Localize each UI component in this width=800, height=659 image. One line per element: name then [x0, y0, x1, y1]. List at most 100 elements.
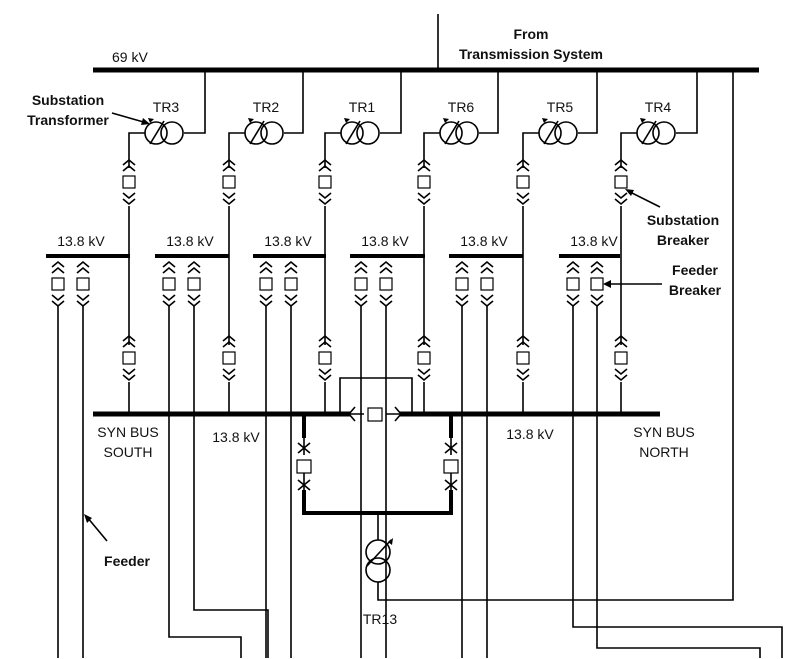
hv-bus-label: 69 kV [112, 49, 148, 65]
tr1-feeder-1-disconnect-top-2 [51, 266, 65, 274]
tr6-substation-breaker [614, 175, 628, 189]
tr3-feeder-2-disconnect-top [284, 260, 298, 268]
tr1-label: TR3 [153, 99, 180, 115]
tr6-feeder-1-disconnect-bottom [566, 294, 580, 302]
tr2-syn-tie-disconnect-bottom [222, 368, 236, 376]
tr3-substation-breaker [318, 175, 332, 189]
substation-breaker-arrow [627, 190, 661, 208]
tr3-feeder-1-disconnect-top-2 [259, 266, 273, 274]
tr5-substation-disconnect-bottom [516, 192, 530, 200]
from-label: From [514, 26, 549, 42]
tr6-feeder-1-breaker [566, 277, 580, 291]
tr5-tap-arrow [543, 120, 559, 145]
tr1-feeder-1-disconnect-top [51, 260, 65, 268]
tr4-lv-lead [423, 132, 440, 168]
feeder-breaker-arrowhead [603, 280, 611, 288]
feeder-label: Feeder [104, 553, 150, 569]
tr6-substation-disconnect-bottom [614, 192, 628, 200]
tr3-feeder-1-breaker [259, 277, 273, 291]
tr5-feeder-1-disconnect-bottom-2 [455, 300, 469, 308]
tr4-substation-breaker [417, 175, 431, 189]
tr2-label: TR2 [253, 99, 280, 115]
tr4-feeder-1-breaker [354, 277, 368, 291]
tr6-feeder-2-line [596, 306, 761, 658]
tr2-feeder-1-disconnect-bottom-2 [162, 300, 176, 308]
tr4-syn-tie-breaker [417, 351, 431, 365]
tr6-feeder-2-disconnect-top [590, 260, 604, 268]
tr1-feeder-2-disconnect-bottom-2 [76, 300, 90, 308]
tr1-feeder-2-disconnect-top [76, 260, 90, 268]
tr3-feeder-1-disconnect-bottom [259, 294, 273, 302]
tr1-feeder-1-disconnect-bottom-2 [51, 300, 65, 308]
tr2-syn-tie-breaker [222, 351, 236, 365]
tr5-feeder-2-disconnect-bottom [480, 294, 494, 302]
tr5-tap-arrowhead [542, 118, 548, 123]
tr1-syn-tie-disconnect-top [122, 334, 136, 342]
tr2-hv-lead [284, 70, 304, 134]
tr4-substation-disconnect-bottom [417, 192, 431, 200]
tr3-feeder-2-disconnect-bottom [284, 294, 298, 302]
tr6-feeder-1-disconnect-bottom-2 [566, 300, 580, 308]
tr6-feeder-2-breaker [590, 277, 604, 291]
tr1-mv-bus-label: 13.8 kV [57, 233, 105, 249]
tr3-label: TR1 [349, 99, 376, 115]
tr4-substation-disconnect-top-2 [417, 164, 431, 172]
tr1-substation-disconnect-top-2 [122, 164, 136, 172]
tr5-feeder-2-breaker [480, 277, 494, 291]
tr6-tap-arrowhead [640, 118, 646, 123]
tr5-mv-bus-label: 13.8 kV [460, 233, 508, 249]
substation-transformer-arrow [111, 112, 148, 124]
tr13-label: TR13 [363, 611, 397, 627]
tr4-tap-arrowhead [443, 118, 449, 123]
tr2-substation-disconnect-top-2 [222, 164, 236, 172]
tr4-syn-tie-disconnect-top [417, 334, 431, 342]
tr5-syn-tie-disconnect-bottom-2 [516, 374, 530, 382]
tr6-substation-disconnect-top [614, 158, 628, 166]
bus-tie-breaker [347, 406, 403, 422]
tr1-tap-arrow [149, 120, 165, 145]
tr6-syn-tie-disconnect-top [614, 334, 628, 342]
tr2-mv-bus-label: 13.8 kV [166, 233, 214, 249]
tr5-substation-disconnect-bottom-2 [516, 198, 530, 206]
tr1-hv-lead [184, 70, 206, 134]
tr13-branch [296, 70, 734, 601]
tr5-feeder-2-disconnect-top [480, 260, 494, 268]
tr4-winding-secondary [455, 121, 479, 145]
tr6-mv-bus-label: 13.8 kV [570, 233, 618, 249]
tr4-substation-disconnect-bottom-2 [417, 198, 431, 206]
tr5-lv-lead [522, 132, 539, 168]
tr4-syn-tie-disconnect-top-2 [417, 340, 431, 348]
tr5-feeder-1-disconnect-bottom [455, 294, 469, 302]
tr2-feeder-2-disconnect-bottom-2 [187, 300, 201, 308]
tr6-feeder-2-disconnect-bottom [590, 294, 604, 302]
tr6-feeder-1-disconnect-top [566, 260, 580, 268]
tr4-label: TR6 [448, 99, 475, 115]
tr1-substation-breaker [122, 175, 136, 189]
tr6-feeder-2-disconnect-top-2 [590, 266, 604, 274]
substation-breaker-arrowhead [625, 189, 634, 196]
tr1-feeder-2-disconnect-top-2 [76, 266, 90, 274]
tr5-syn-tie-disconnect-top-2 [516, 340, 530, 348]
tr5-syn-tie-disconnect-top [516, 334, 530, 342]
tr3-feeder-2-breaker [284, 277, 298, 291]
tr6-feeder-2-disconnect-bottom-2 [590, 300, 604, 308]
substation-breaker-label: Substation [647, 212, 719, 228]
tr4-feeder-2-disconnect-top-2 [379, 266, 393, 274]
tr3-syn-tie-disconnect-top-2 [318, 340, 332, 348]
tr3-substation-disconnect-top [318, 158, 332, 166]
tr3-syn-tie-disconnect-top [318, 334, 332, 342]
syn-bus-north-kv: 13.8 kV [506, 426, 554, 442]
tr2-substation-disconnect-top [222, 158, 236, 166]
tr1-syn-tie-disconnect-bottom-2 [122, 374, 136, 382]
tr2-substation-disconnect-bottom [222, 192, 236, 200]
tr6-substation-disconnect-top-2 [614, 164, 628, 172]
tr3-feeder-2-disconnect-bottom-2 [284, 300, 298, 308]
tr3-feeder-2-disconnect-top-2 [284, 266, 298, 274]
tr4-feeder-2-breaker [379, 277, 393, 291]
tr5-hv-lead [578, 70, 598, 134]
tr3-substation-disconnect-bottom [318, 192, 332, 200]
tr5-substation-disconnect-top-2 [516, 164, 530, 172]
tr3-syn-tie-disconnect-bottom [318, 368, 332, 376]
substation-transformer-label-2: Transformer [27, 112, 109, 128]
tr5-substation-disconnect-top [516, 158, 530, 166]
